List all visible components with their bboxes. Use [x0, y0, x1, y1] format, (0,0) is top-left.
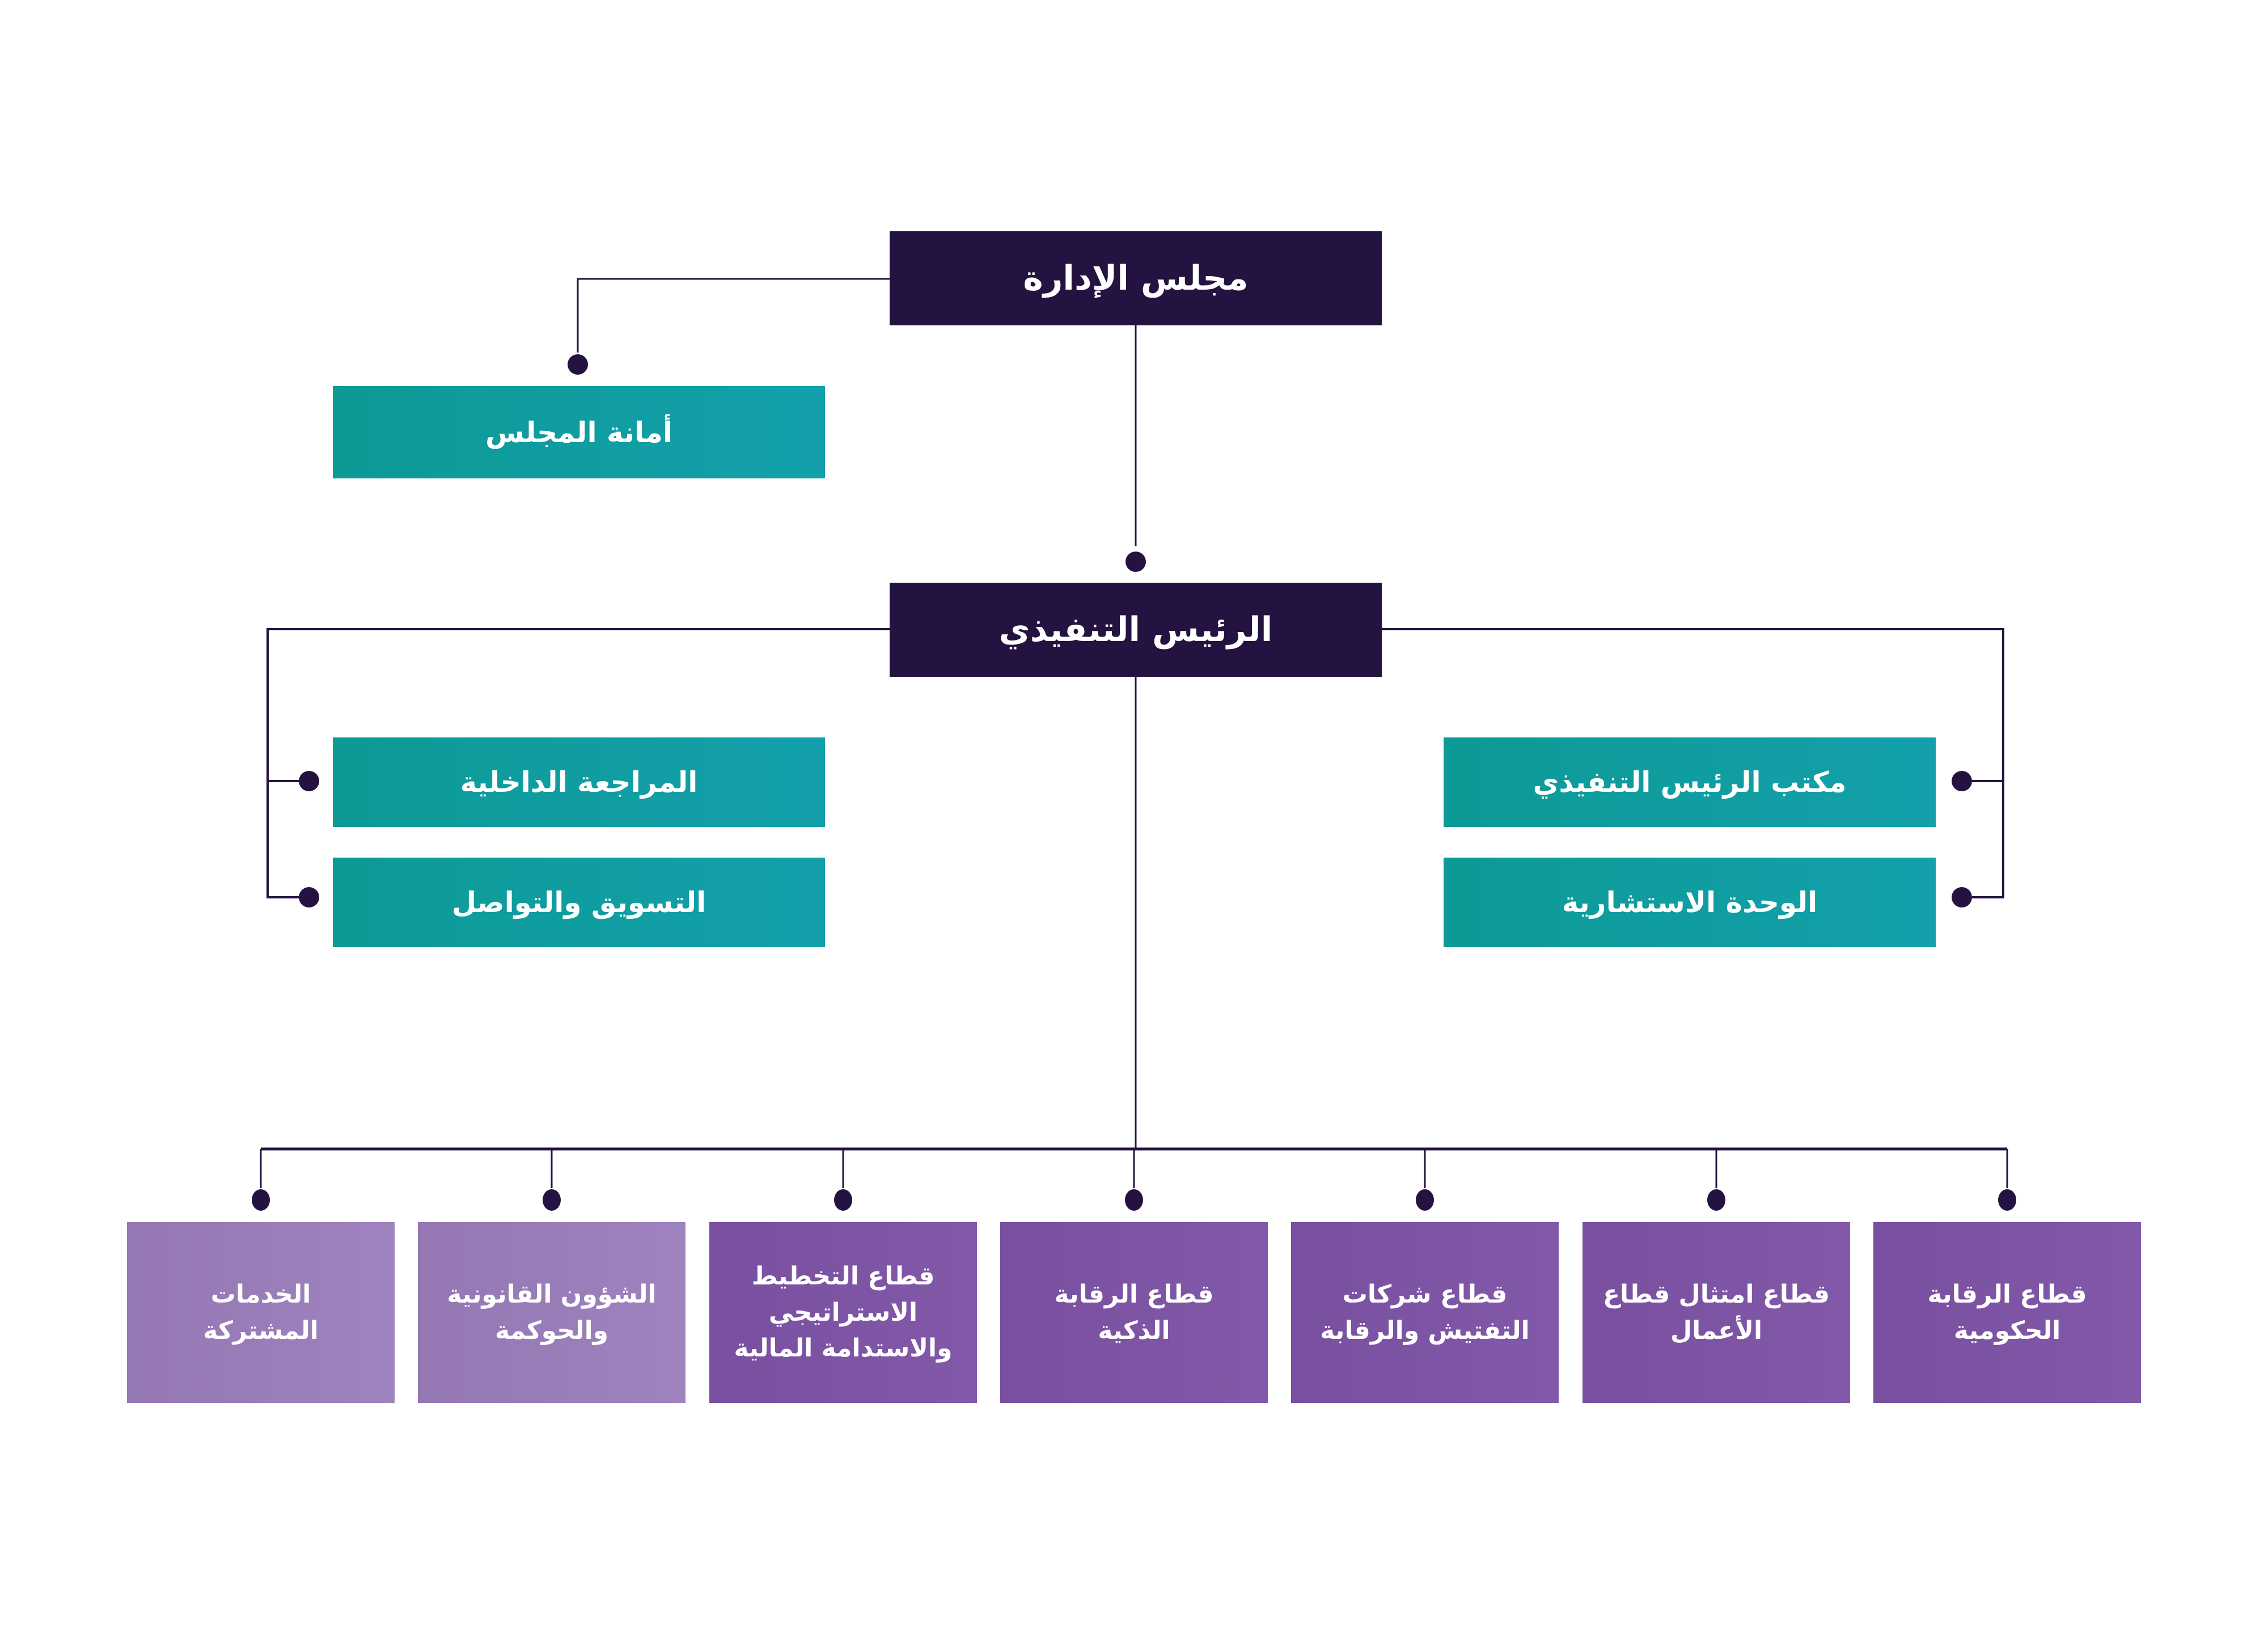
node-label: الوحدة الاستشارية — [1562, 886, 1818, 919]
node-ceo: الرئيس التنفيذي — [890, 583, 1382, 677]
node-label: المراجعة الداخلية — [460, 766, 698, 799]
connector-dot — [543, 1189, 561, 1211]
node-label: التسويق والتواصل — [451, 886, 706, 919]
node-label: قطاع الرقابة الذكية — [1054, 1279, 1214, 1345]
node-marketing-communication: التسويق والتواصل — [333, 858, 825, 947]
connector-dot — [1952, 887, 1972, 907]
node-label: قطاع امتثال قطاع الأعمال — [1602, 1279, 1830, 1345]
node-internal-audit: المراجعة الداخلية — [333, 737, 825, 827]
node-label: الخدمات المشتركة — [203, 1279, 319, 1345]
connector-dot — [1125, 552, 1146, 572]
node-label: قطاع الرقابة الحكومية — [1927, 1279, 2087, 1345]
node-sector-business-compliance: قطاع امتثال قطاع الأعمال — [1582, 1222, 1850, 1403]
connector-dot — [1952, 771, 1972, 791]
node-label: مجلس الإدارة — [1023, 258, 1249, 298]
node-label: أمانة المجلس — [485, 415, 672, 449]
connector-dot — [1707, 1189, 1725, 1211]
node-advisory-unit: الوحدة الاستشارية — [1444, 858, 1936, 947]
connector-dot — [1998, 1189, 2016, 1211]
connector-ceo-right-tree — [1382, 628, 2004, 898]
node-sector-strategic-planning-financial-sustainability: قطاع التخطيط الاستراتيجي والاستدامة الما… — [709, 1222, 977, 1403]
node-label: الرئيس التنفيذي — [998, 610, 1273, 650]
connector-board-secretariat — [577, 278, 890, 353]
node-board-of-directors: مجلس الإدارة — [890, 231, 1382, 325]
connector-dot — [252, 1189, 270, 1211]
node-label: قطاع شركات التفتيش والرقابة — [1320, 1279, 1530, 1345]
node-sector-government-control: قطاع الرقابة الحكومية — [1873, 1222, 2141, 1403]
connector-dot — [299, 887, 319, 907]
node-sector-legal-governance: الشؤون القانونية والحوكمة — [418, 1222, 686, 1403]
node-sector-smart-control: قطاع الرقابة الذكية — [1000, 1222, 1268, 1403]
connector-dot — [299, 771, 319, 791]
connector-ceo-left-tree — [266, 628, 890, 898]
node-sector-inspection-control-companies: قطاع شركات التفتيش والرقابة — [1291, 1222, 1559, 1403]
node-board-secretariat: أمانة المجلس — [333, 386, 825, 478]
node-sector-shared-services: الخدمات المشتركة — [127, 1222, 395, 1403]
node-label: مكتب الرئيس التنفيذي — [1533, 766, 1847, 799]
connector-dot — [834, 1189, 852, 1211]
connector-dot — [1416, 1189, 1434, 1211]
connector-dot — [568, 354, 588, 375]
node-label: الشؤون القانونية والحوكمة — [447, 1279, 657, 1345]
connector-dot — [1125, 1189, 1143, 1211]
node-label: قطاع التخطيط الاستراتيجي والاستدامة الما… — [734, 1261, 953, 1363]
node-ceo-office: مكتب الرئيس التنفيذي — [1444, 737, 1936, 827]
